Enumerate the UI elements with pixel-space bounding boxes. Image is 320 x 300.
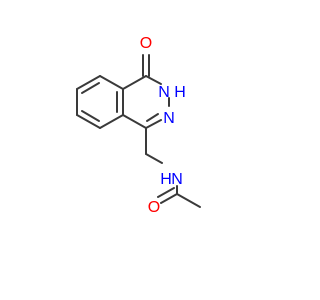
atom-label-amide-oxygen: O [148,199,160,216]
bond-n2-c1 [145,119,162,129]
atom-label-ring-nitrogen-2: N [163,110,175,127]
bond-camide-ch3 [176,193,201,208]
bond-c5-c6-double [81,82,100,94]
bond-c4a-c5 [99,75,124,90]
atom-label-ring-nitrogen-3-hydrogen: H [174,84,186,101]
bond-c1-c8a [122,114,147,129]
bond-c4a-c4 [122,75,147,90]
bond-c4-n3 [145,75,162,85]
bond-c7-c8 [76,114,101,129]
bond-c7-c8-double [81,110,100,122]
atom-label-ring-nitrogen-3: N [158,84,170,101]
bond-n2-c1-double [146,113,159,122]
atom-label-amide-nitrogen: N [171,171,183,188]
structure-diagram: O N H N H N O [76,35,201,216]
bond-c8-c8a [99,114,124,129]
bond-camide-o-double [157,187,175,198]
bond-camide-o [160,193,178,204]
molecule-canvas: O N H N H N O [76,35,201,216]
bond-c5-c6 [76,75,101,90]
atom-label-amide-nitrogen-hydrogen: H [160,171,172,188]
atom-label-carbonyl-oxygen: O [140,35,152,52]
bond-ch2-nh [145,153,163,164]
